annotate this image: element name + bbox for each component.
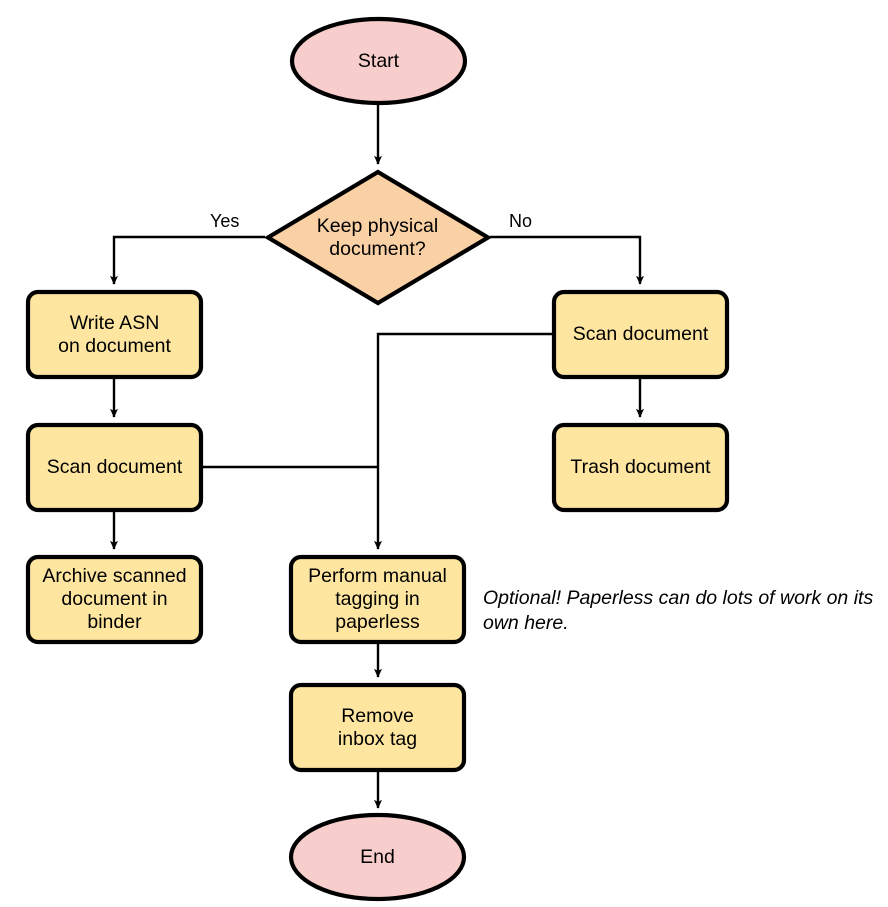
node-write-asn[interactable] <box>25 289 204 380</box>
node-remove-inbox-tag[interactable] <box>288 682 467 773</box>
edge-label-yes: Yes <box>210 211 240 231</box>
node-scan-document-right[interactable] <box>551 289 730 380</box>
edge-decision-yes <box>110 235 265 285</box>
edge-decision-no <box>490 235 644 285</box>
node-decision-keep-physical[interactable] <box>263 169 493 306</box>
node-start[interactable] <box>289 16 468 106</box>
optional-note-text: Optional! Paperless can do lots of work … <box>483 587 874 634</box>
node-layer <box>25 16 730 902</box>
node-scan-document-left[interactable] <box>25 422 204 513</box>
edge-layer <box>110 105 644 809</box>
node-trash-document[interactable] <box>551 422 730 513</box>
node-archive-scanned[interactable] <box>25 554 204 645</box>
node-end[interactable] <box>288 812 467 902</box>
edge-scan-right-to-tagging <box>374 332 552 550</box>
node-manual-tagging[interactable] <box>288 554 467 645</box>
edge-label-no: No <box>509 211 533 231</box>
